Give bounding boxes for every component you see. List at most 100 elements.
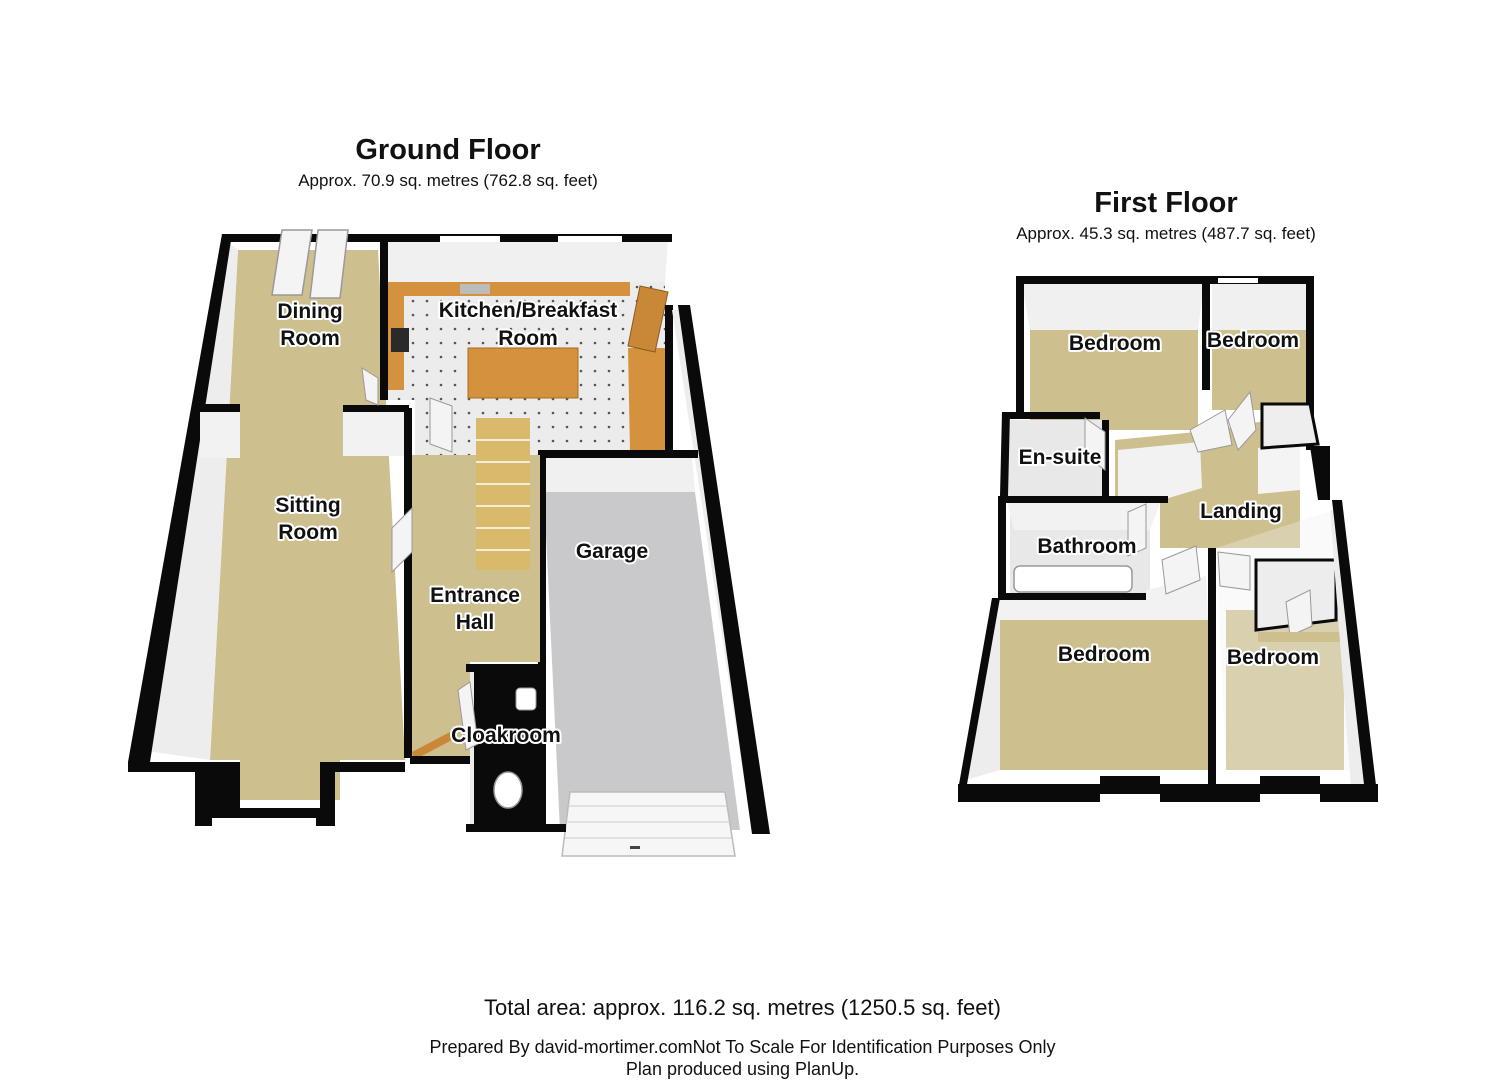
kitchen-east-wall bbox=[665, 305, 673, 455]
first-floor-rear-west-wall bbox=[1016, 280, 1024, 414]
internal-wall bbox=[343, 405, 409, 412]
bedroom-3-door bbox=[1161, 545, 1201, 595]
airing-cupboard bbox=[1260, 402, 1320, 450]
kitchen-hob bbox=[391, 328, 409, 352]
first-floor-title: First Floor bbox=[1094, 187, 1238, 219]
kitchen-label-line1: Kitchen/Breakfast bbox=[439, 299, 618, 322]
sitting-room-outer-wall bbox=[128, 234, 232, 762]
garage-north-wall bbox=[538, 450, 698, 458]
entrance-hall-label-line2: Hall bbox=[456, 611, 495, 634]
kitchen-island bbox=[467, 347, 579, 399]
dining-kitchen-door bbox=[361, 367, 379, 406]
bedroom-4-floor-under-wardrobe bbox=[1258, 632, 1344, 642]
first-floor-east-notch bbox=[1310, 446, 1330, 500]
sitting-room-label-line2: Room bbox=[278, 521, 338, 544]
kitchen-sink bbox=[460, 284, 490, 294]
hall-west-wall bbox=[404, 408, 412, 758]
bathroom-west-wall bbox=[998, 500, 1006, 596]
ground-floor-plan bbox=[128, 229, 770, 857]
ground-floor-title: Ground Floor bbox=[355, 134, 541, 166]
first-floor-front-wall bbox=[958, 776, 1378, 802]
kitchen-worktop-east bbox=[628, 348, 665, 452]
first-floor-plan bbox=[958, 276, 1378, 802]
landing-label: Landing bbox=[1200, 500, 1282, 523]
kitchen-north-wall bbox=[382, 234, 672, 242]
kitchen-label-line2: Room bbox=[498, 327, 558, 350]
bathroom-south-wall bbox=[998, 593, 1148, 600]
garage-west-wall bbox=[538, 456, 546, 828]
kitchen-window-2 bbox=[558, 236, 622, 242]
bedroom-4-label: Bedroom bbox=[1227, 646, 1319, 669]
prepared-by-note: Prepared By david-mortimer.comNot To Sca… bbox=[429, 1037, 1056, 1057]
cloakroom-door bbox=[457, 681, 479, 751]
bathroom-wall-face bbox=[1006, 498, 1162, 530]
bay-window-wall bbox=[128, 762, 405, 826]
ensuite-west-wall bbox=[1000, 412, 1010, 496]
cloakroom-label: Cloakroom bbox=[451, 724, 561, 747]
landing-door-bedroom-2 bbox=[1227, 390, 1257, 451]
sitting-dining-floor bbox=[210, 250, 405, 760]
front-bedrooms-dividing-wall bbox=[1208, 548, 1216, 784]
garage-door bbox=[561, 791, 736, 857]
first-floor-area: Approx. 45.3 sq. metres (487.7 sq. feet) bbox=[1016, 224, 1316, 243]
bedroom-2-label: Bedroom bbox=[1207, 329, 1299, 352]
hall-door-to-sitting-room bbox=[391, 506, 413, 574]
dining-room-label-line2: Room bbox=[280, 327, 340, 350]
wardrobe-door bbox=[1285, 589, 1313, 637]
ground-floor-area: Approx. 70.9 sq. metres (762.8 sq. feet) bbox=[298, 171, 598, 190]
bedroom-2-floor bbox=[1212, 330, 1310, 410]
garage-label: Garage bbox=[576, 540, 648, 563]
kitchen-back-wall-face bbox=[388, 240, 668, 282]
wardrobe bbox=[1254, 558, 1338, 632]
kitchen-back-door bbox=[627, 285, 669, 353]
cloakroom-toilet bbox=[493, 771, 523, 809]
bathroom-door bbox=[1127, 503, 1147, 557]
total-area: Total area: approx. 116.2 sq. metres (12… bbox=[484, 995, 1001, 1020]
footer-notes: Prepared By david-mortimer.comNot To Sca… bbox=[0, 1036, 1485, 1080]
cloakroom-south-wall bbox=[466, 824, 566, 832]
first-floor-east-wall-upper bbox=[1306, 280, 1314, 450]
bedroom-1-wall-face bbox=[1022, 284, 1204, 330]
ensuite-label: En-suite bbox=[1019, 446, 1102, 469]
sitting-room-label-line1: Sitting bbox=[275, 494, 340, 517]
bedroom-1-north-wall bbox=[1016, 276, 1210, 284]
bedroom-2-wall-face bbox=[1212, 284, 1310, 330]
bedroom-3-label: Bedroom bbox=[1058, 643, 1150, 666]
bathroom-label: Bathroom bbox=[1037, 535, 1136, 558]
bedroom-3-floor bbox=[1000, 620, 1208, 770]
bedroom-1-label: Bedroom bbox=[1069, 332, 1161, 355]
internal-wall-face bbox=[343, 410, 409, 456]
kitchen-window-1 bbox=[440, 236, 500, 242]
plan-produced-note: Plan produced using PlanUp. bbox=[625, 1059, 860, 1079]
front-wall-return bbox=[410, 756, 470, 764]
bedroom-2-window bbox=[1218, 278, 1258, 283]
landing-wall-face bbox=[1258, 444, 1300, 494]
landing-stair-well bbox=[1118, 442, 1202, 500]
ensuite-door bbox=[1084, 417, 1106, 471]
bedroom-2-north-wall bbox=[1204, 276, 1314, 284]
garage-east-wall bbox=[678, 305, 770, 834]
bedroom-3-wall-face bbox=[992, 576, 1208, 620]
front-door bbox=[412, 732, 452, 760]
cloakroom-basin bbox=[515, 687, 537, 711]
bathroom-north-wall bbox=[998, 496, 1168, 503]
kitchen-west-wall bbox=[380, 240, 388, 400]
ensuite-north-wall bbox=[1008, 412, 1100, 419]
sitting-room-divider-face bbox=[200, 408, 240, 458]
kitchen-worktop-north bbox=[388, 282, 630, 390]
staircase bbox=[476, 418, 530, 570]
dining-room-label-line1: Dining bbox=[277, 300, 342, 323]
garage-floor bbox=[544, 492, 740, 830]
french-doors bbox=[271, 229, 349, 299]
first-floor-east-wall bbox=[1332, 500, 1378, 802]
bedrooms-dividing-wall bbox=[1202, 280, 1210, 390]
landing-door-bedroom-1 bbox=[1189, 409, 1233, 453]
hall-door-to-kitchen bbox=[429, 397, 453, 453]
first-floor-west-wall bbox=[958, 598, 1000, 790]
bathroom-bath bbox=[1013, 565, 1133, 593]
